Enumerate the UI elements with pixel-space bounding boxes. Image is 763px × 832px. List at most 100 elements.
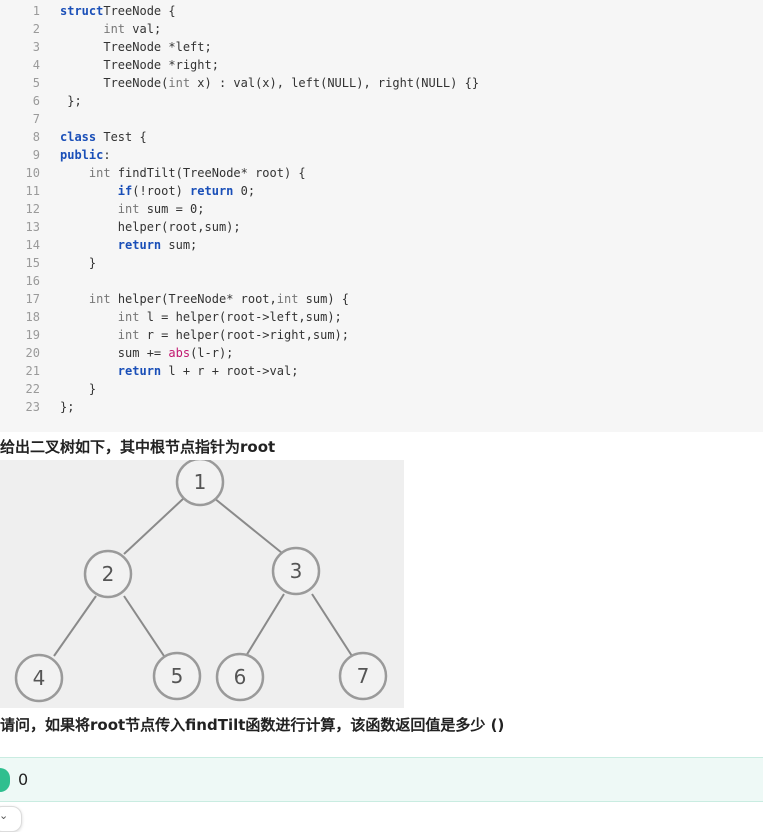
line-number: 8 <box>32 130 40 144</box>
line-number: 9 <box>32 148 40 162</box>
code-line: 11 if(!root) return 0; <box>0 182 763 200</box>
code-line: 12 int sum = 0; <box>0 200 763 218</box>
tree-node <box>175 460 225 507</box>
code-text: TreeNode(int x) : val(x), left(NULL), ri… <box>60 74 479 92</box>
code-token: x) : val(x), left(NULL), right(NULL) {} <box>190 76 480 90</box>
code-text: int l = helper(root->left,sum); <box>60 308 342 326</box>
code-token: int <box>88 292 111 306</box>
line-number: 17 <box>25 292 40 306</box>
chevron-down-icon: ⌄ <box>0 809 9 822</box>
code-token: TreeNode *right; <box>60 58 219 72</box>
code-text: if(!root) return 0; <box>60 182 255 200</box>
line-number: 22 <box>25 382 40 396</box>
code-text: TreeNode *left; <box>60 38 211 56</box>
line-number: 4 <box>32 58 40 72</box>
code-token: if <box>117 184 133 198</box>
code-token: int <box>276 292 299 306</box>
tree-edge <box>123 595 165 657</box>
tree-node <box>215 652 265 702</box>
tree-node <box>338 651 388 701</box>
code-text: structTreeNode { <box>60 2 176 20</box>
line-number: 3 <box>32 40 40 54</box>
line-number: 10 <box>25 166 40 180</box>
code-token <box>60 310 118 324</box>
tree-node-label: 5 <box>171 664 184 688</box>
binary-tree-image: 1 2 3 4 5 6 7 <box>0 460 404 708</box>
code-line: 22 } <box>0 380 763 398</box>
answer-value: 0 <box>18 770 29 789</box>
line-number: 23 <box>25 400 40 414</box>
code-text: }; <box>60 92 82 110</box>
code-token <box>60 364 118 378</box>
code-token: struct <box>60 4 104 18</box>
code-token: public <box>60 148 104 162</box>
question-text: 请问，如果将root节点传入findTilt函数进行计算，该函数返回值是多少 (… <box>0 716 505 734</box>
code-token: int <box>168 76 191 90</box>
code-text: class Test { <box>60 128 147 146</box>
tree-node <box>152 651 202 701</box>
tree-node-label: 7 <box>357 664 370 688</box>
code-line: 7 <box>0 110 763 128</box>
code-line: 6 }; <box>0 92 763 110</box>
code-token: helper(root,sum); <box>60 220 241 234</box>
question-prompt: 给出二叉树如下，其中根节点指针为root <box>0 438 276 456</box>
code-text: } <box>60 380 96 398</box>
code-line: 13 helper(root,sum); <box>0 218 763 236</box>
tree-edge <box>213 497 283 554</box>
line-number: 14 <box>25 238 40 252</box>
code-token <box>60 292 89 306</box>
tree-node <box>83 549 133 599</box>
code-token: sum; <box>161 238 198 252</box>
tree-edge <box>311 593 353 657</box>
code-text: int r = helper(root->right,sum); <box>60 326 349 344</box>
line-number: 5 <box>32 76 40 90</box>
code-token <box>60 202 118 216</box>
code-token: l = helper(root->left,sum); <box>139 310 342 324</box>
line-number: 7 <box>32 112 40 126</box>
line-number: 18 <box>25 310 40 324</box>
code-token: helper(TreeNode* root, <box>110 292 277 306</box>
line-number: 11 <box>25 184 40 198</box>
code-token: int <box>117 202 140 216</box>
code-token: Test { <box>96 130 147 144</box>
code-token: class <box>60 130 97 144</box>
code-token: (l-r); <box>190 346 234 360</box>
code-token: return <box>117 238 162 252</box>
code-token: }; <box>60 94 82 108</box>
tree-node-label: 3 <box>290 559 303 583</box>
code-token: 0; <box>233 184 256 198</box>
tree-node-label: 1 <box>194 470 207 494</box>
code-line: 2 int val; <box>0 20 763 38</box>
expand-button[interactable]: ⌄ <box>0 806 22 832</box>
answer-option[interactable]: 0 <box>0 757 763 802</box>
code-text: }; <box>60 398 74 416</box>
code-token: l + r + root->val; <box>161 364 299 378</box>
code-token <box>60 22 103 36</box>
code-line: 5 TreeNode(int x) : val(x), left(NULL), … <box>0 74 763 92</box>
code-token <box>60 184 118 198</box>
code-line: 3 TreeNode *left; <box>0 38 763 56</box>
code-line: 16 <box>0 272 763 290</box>
line-number: 2 <box>32 22 40 36</box>
code-line: 18 int l = helper(root->left,sum); <box>0 308 763 326</box>
code-text: } <box>60 254 96 272</box>
code-line: 21 return l + r + root->val; <box>0 362 763 380</box>
code-token <box>60 238 118 252</box>
code-line: 15 } <box>0 254 763 272</box>
code-line: 23}; <box>0 398 763 416</box>
code-text: int findTilt(TreeNode* root) { <box>60 164 306 182</box>
code-token: int <box>103 22 126 36</box>
code-text: int helper(TreeNode* root,int sum) { <box>60 290 349 308</box>
code-token: r = helper(root->right,sum); <box>139 328 349 342</box>
answer-selected-indicator <box>0 768 10 792</box>
line-number: 16 <box>25 274 40 288</box>
line-number: 19 <box>25 328 40 342</box>
code-token: }; <box>60 400 75 414</box>
code-token: } <box>60 256 97 270</box>
code-token: sum) { <box>298 292 350 306</box>
code-token <box>60 328 118 342</box>
line-number: 13 <box>25 220 40 234</box>
code-token: sum += <box>60 346 169 360</box>
